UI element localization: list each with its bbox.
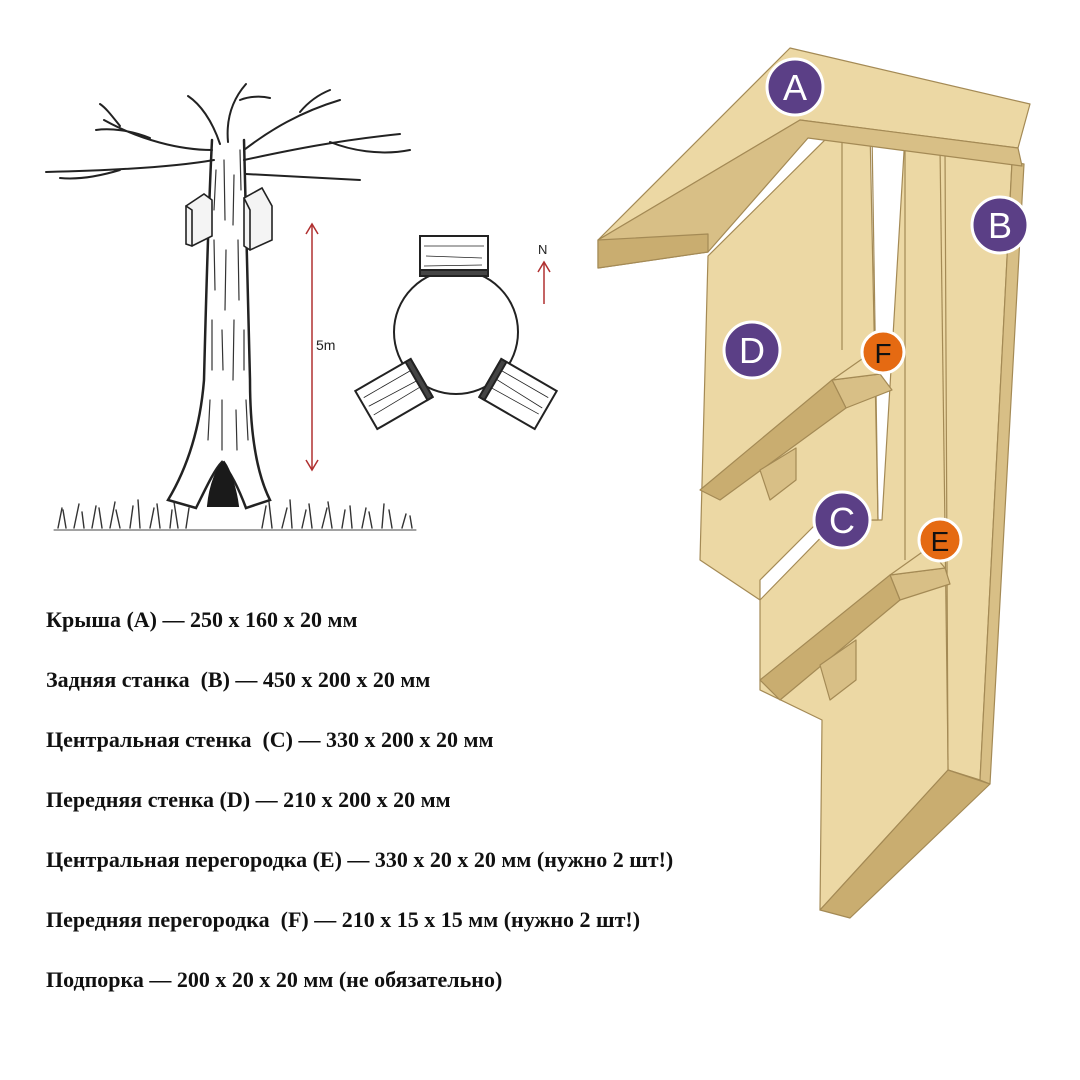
part-support: Подпорка — 200 х 20 х 20 мм (не обязател… [46, 967, 503, 992]
badge-D-label: D [739, 330, 765, 371]
part-central-partition: Центральная перегородка (E) — 330 х 20 х… [46, 847, 674, 872]
compass-label: N [538, 242, 547, 257]
badge-F-label: F [874, 338, 891, 369]
central-wall-step [819, 639, 857, 701]
part-back-wall: Задняя станка (B) — 450 х 200 х 20 мм [46, 667, 431, 692]
part-front-wall: Передняя стенка (D) — 210 х 200 х 20 мм [46, 787, 451, 812]
badge-C: C [812, 490, 872, 550]
part-central-wall: Центральная стенка (C) — 330 х 200 х 20 … [46, 727, 494, 752]
height-label: 5m [316, 337, 335, 353]
box-southeast [477, 357, 559, 431]
central-wall-ledge [759, 574, 901, 701]
orientation-diagram [353, 235, 559, 431]
badge-A-label: A [783, 67, 807, 108]
badge-F: F [860, 329, 906, 375]
central-wall-bottom [819, 769, 991, 919]
front-wall-step [759, 447, 797, 501]
compass-arrow [537, 260, 551, 304]
bat-house [597, 47, 1031, 919]
box-north [419, 235, 489, 277]
box-southwest [353, 357, 435, 431]
tree-hollow [206, 460, 240, 507]
tree-bat-boxes [185, 186, 273, 251]
badge-D: D [722, 320, 782, 380]
tree-trunk [166, 138, 272, 510]
slat-lines [841, 128, 949, 761]
tree-illustration [45, 83, 417, 531]
roof-left-edge [597, 233, 709, 269]
badge-E: E [917, 517, 963, 563]
front-wall-bottom [699, 379, 847, 501]
badge-E-label: E [931, 526, 950, 557]
part-roof: Крыша (A) — 250 х 160 х 20 мм [46, 607, 358, 632]
badge-B-label: B [988, 205, 1012, 246]
tree-branches [45, 83, 411, 181]
part-front-partition: Передняя перегородка (F) — 210 х 15 х 15… [46, 907, 641, 932]
badge-C-label: C [829, 500, 855, 541]
height-arrow [305, 222, 319, 472]
badge-A: A [765, 57, 825, 117]
badge-B: B [970, 195, 1030, 255]
grass [53, 499, 417, 531]
bark-texture [207, 149, 249, 451]
